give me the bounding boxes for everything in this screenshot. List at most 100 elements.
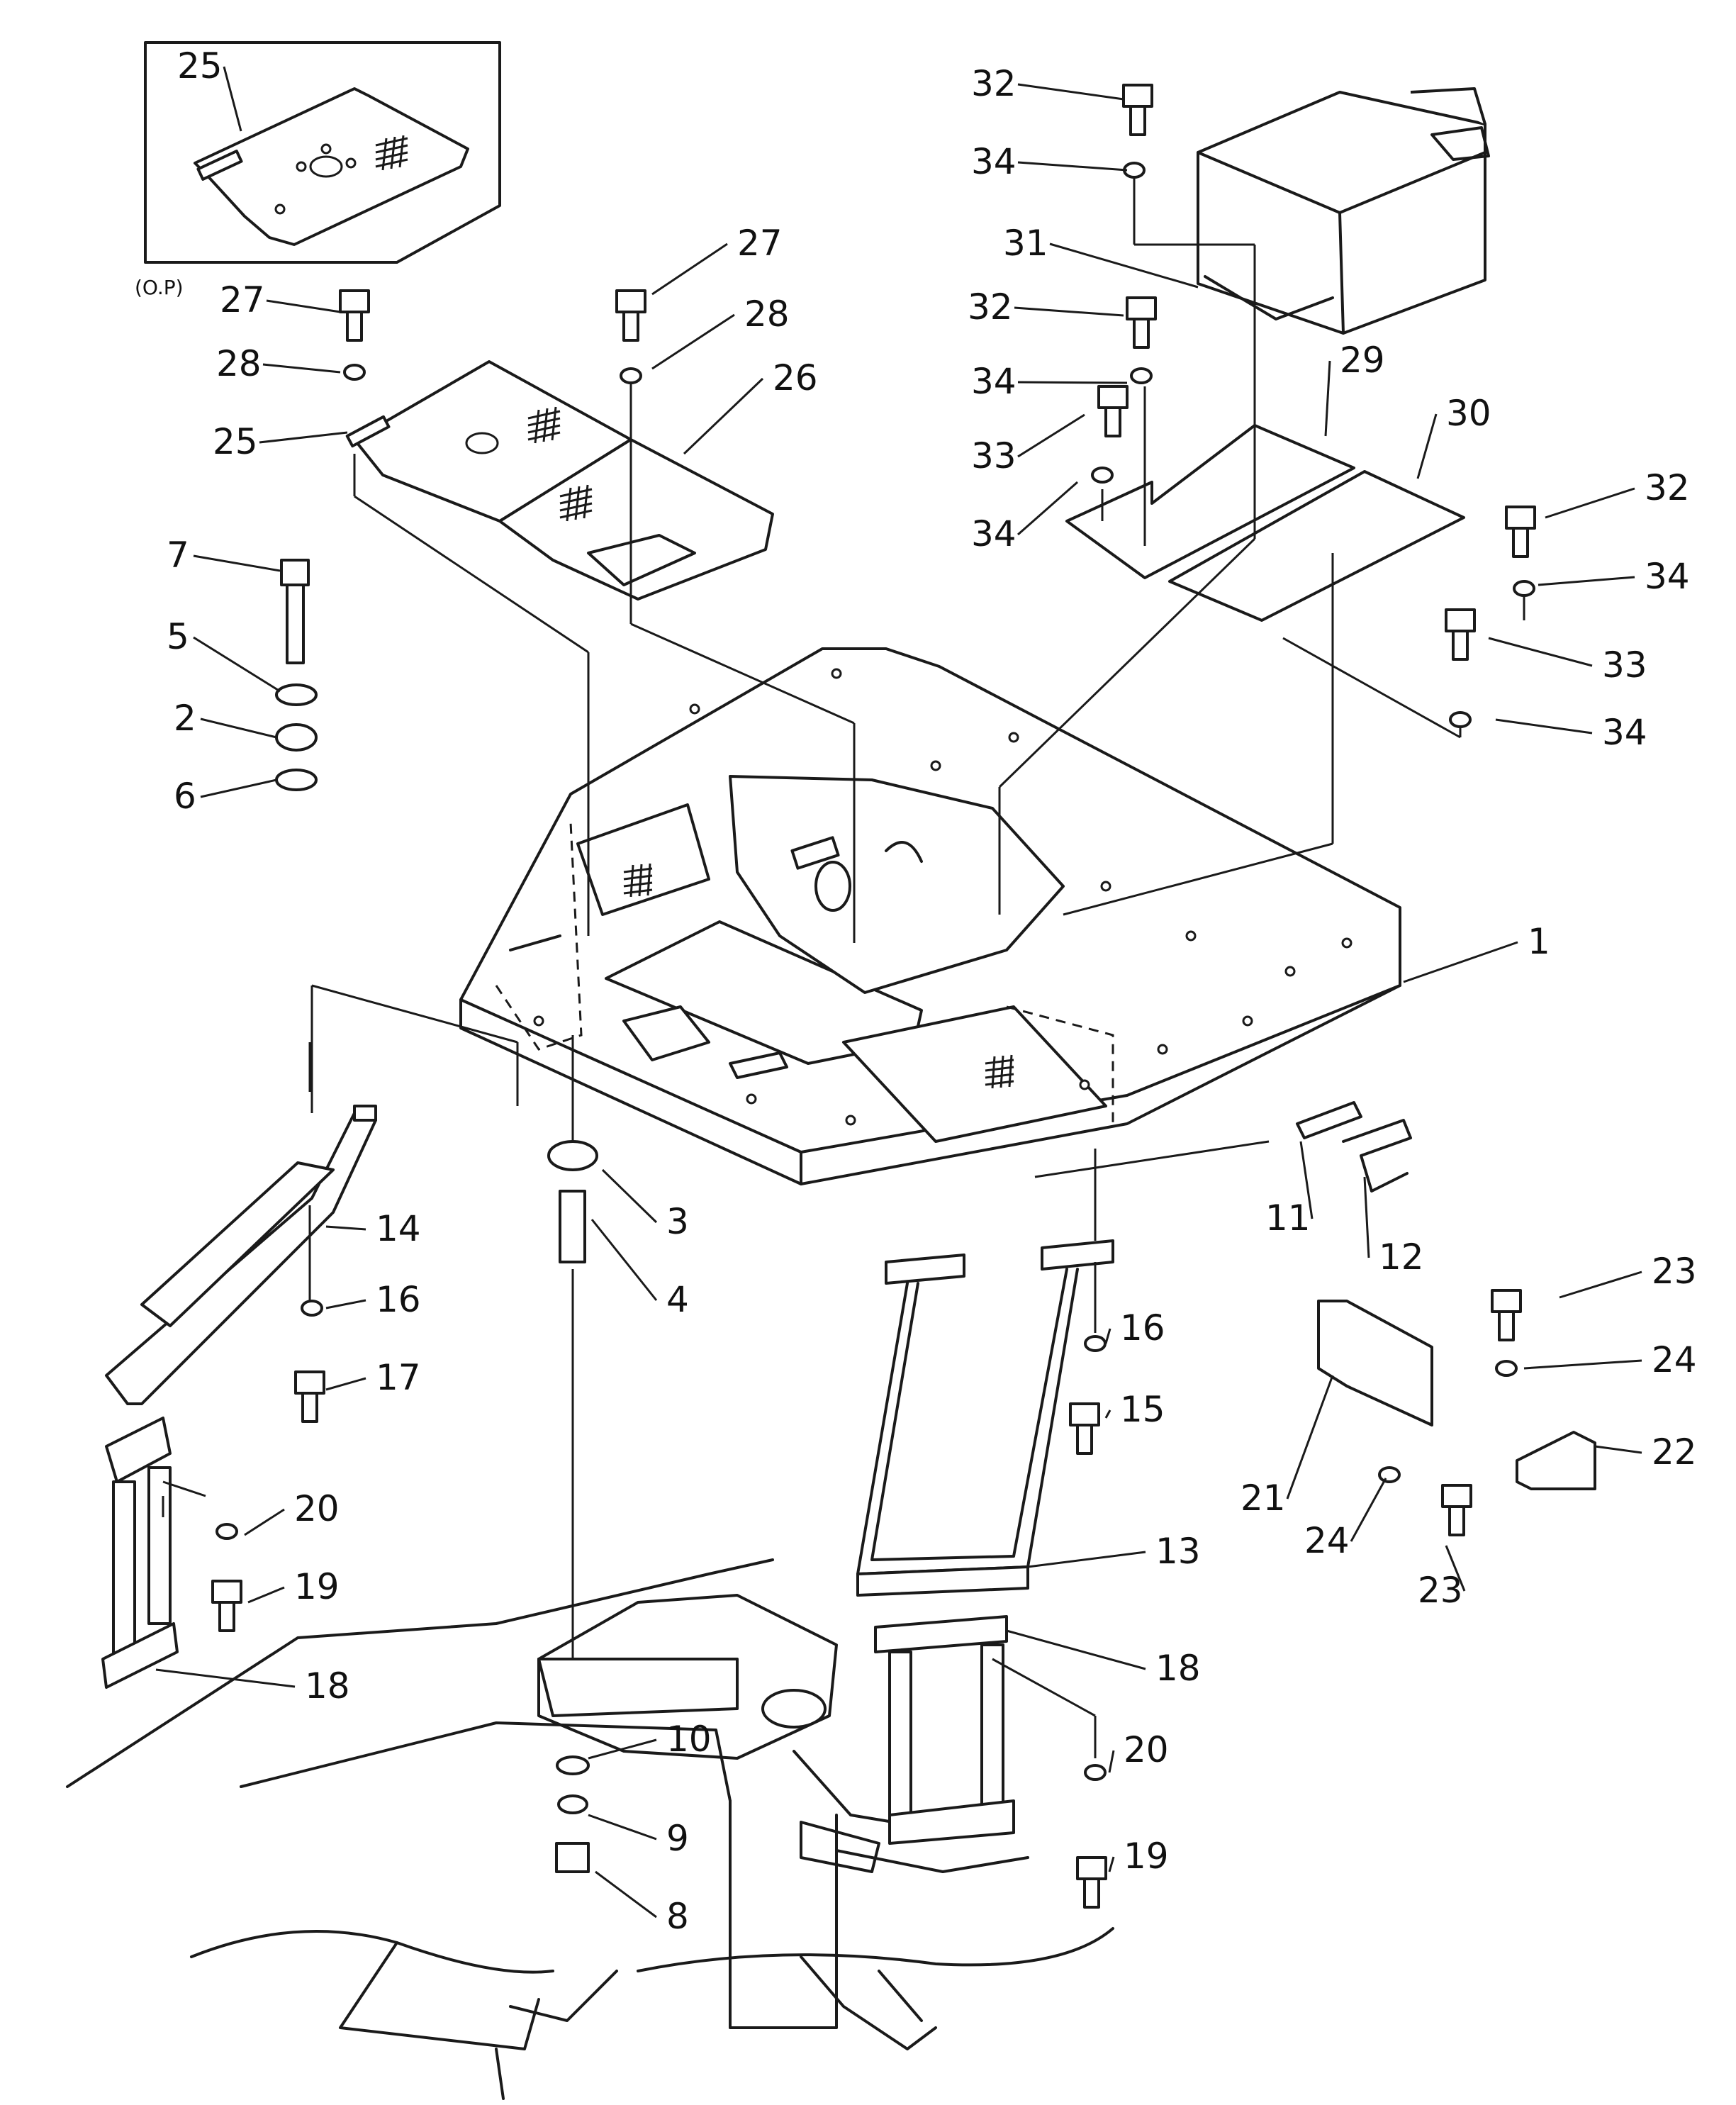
- callout-c30: 30: [1446, 393, 1491, 434]
- bolt-shank-4: [1104, 406, 1121, 437]
- leader-c27b: [651, 242, 728, 296]
- callout-c33b: 33: [1602, 644, 1647, 686]
- bolt-shank-11: [218, 1601, 235, 1632]
- leader-c34a: [1017, 161, 1128, 172]
- washer-11: [215, 1523, 238, 1540]
- optional-panel-inset: [144, 41, 501, 264]
- guide-line-17: [1282, 637, 1461, 739]
- callout-c18a: 18: [305, 1665, 350, 1707]
- bracket-22: [1516, 1431, 1596, 1490]
- callout-c16b: 16: [1120, 1307, 1165, 1349]
- bolt-shank-3: [1133, 318, 1150, 349]
- callout-c19b: 19: [1124, 1836, 1169, 1877]
- leader-c28b: [651, 313, 735, 370]
- bolt-head-3: [1126, 296, 1157, 320]
- console-box-31: [1197, 87, 1490, 335]
- leader-c16a: [325, 1299, 366, 1310]
- leader-c4: [590, 1219, 658, 1301]
- leader-c34d: [1538, 576, 1635, 586]
- callout-c34b: 34: [971, 361, 1017, 402]
- callout-c32b: 32: [968, 286, 1013, 328]
- callout-c13: 13: [1155, 1531, 1201, 1572]
- callout-c2: 2: [174, 698, 196, 739]
- callout-c24b: 24: [1304, 1520, 1350, 1561]
- left-bracket-14: [105, 1105, 377, 1405]
- guide-line-4: [630, 622, 855, 725]
- bracket-21: [1317, 1300, 1433, 1426]
- bolt-head-7: [1491, 1289, 1522, 1313]
- callout-c21: 21: [1241, 1478, 1286, 1519]
- leader-c25a: [223, 66, 242, 132]
- leader-c14: [325, 1225, 366, 1231]
- fasteners: [211, 84, 1536, 1909]
- callout-c33a: 33: [971, 435, 1017, 476]
- leader-c2: [200, 718, 277, 739]
- callout-c6: 6: [174, 776, 196, 817]
- washer-5: [1513, 580, 1535, 597]
- guide-line-11: [998, 537, 1256, 788]
- leader-c18b: [1006, 1629, 1146, 1670]
- washer-12: [1084, 1764, 1107, 1781]
- washer-8: [1378, 1466, 1401, 1483]
- leader-c8: [595, 1870, 657, 1919]
- washer-7: [1495, 1360, 1518, 1377]
- leader-c6: [200, 778, 277, 798]
- washer-10: [1084, 1335, 1107, 1352]
- callout-c27a: 27: [220, 279, 265, 320]
- leader-c34e: [1495, 718, 1593, 735]
- callout-c12: 12: [1379, 1236, 1424, 1278]
- guide-line-27: [992, 1658, 1096, 1717]
- callout-c32a: 32: [971, 63, 1017, 104]
- callout-c5: 5: [167, 616, 189, 657]
- callout-c31: 31: [1003, 223, 1048, 264]
- callout-c16a: 16: [376, 1279, 421, 1320]
- callout-c8: 8: [666, 1896, 689, 1937]
- leader-c23b: [1445, 1545, 1466, 1592]
- leader-c28a: [262, 363, 341, 374]
- leader-c11: [1299, 1141, 1314, 1219]
- callout-c26: 26: [773, 357, 818, 398]
- leader-c16b: [1104, 1328, 1111, 1344]
- bolt-shank-12: [1083, 1877, 1100, 1909]
- callout-c17: 17: [376, 1357, 421, 1398]
- callout-c34a: 34: [971, 141, 1017, 182]
- leader-c3: [601, 1168, 658, 1224]
- callout-c34e: 34: [1602, 712, 1647, 753]
- hardware-stack-left: [275, 559, 318, 791]
- leader-c23a: [1559, 1271, 1642, 1299]
- callout-c28a: 28: [216, 343, 262, 384]
- bolt-head-8: [1441, 1484, 1472, 1508]
- callout-c1: 1: [1528, 921, 1550, 962]
- leader-c15: [1104, 1409, 1111, 1419]
- leader-c32a: [1017, 83, 1124, 101]
- callout-c25b: 25: [213, 421, 258, 462]
- leader-c33a: [1017, 413, 1085, 458]
- callout-c23b: 23: [1418, 1570, 1463, 1611]
- callout-c18b: 18: [1155, 1648, 1201, 1689]
- callout-c20a: 20: [294, 1488, 340, 1529]
- leader-c34c: [1017, 481, 1078, 536]
- leader-c9: [588, 1814, 657, 1841]
- bolt-shank-8: [1448, 1505, 1465, 1536]
- floor-plate: [459, 647, 1401, 1185]
- bolt-head-2: [1122, 84, 1153, 108]
- bolt-shank-7: [1498, 1310, 1515, 1341]
- callout-c19a: 19: [294, 1566, 340, 1607]
- bolt-head-12: [1076, 1856, 1107, 1880]
- leader-c20b: [1108, 1750, 1115, 1773]
- callout-c25a: 25: [177, 45, 223, 86]
- callout-c29: 29: [1340, 340, 1385, 381]
- washer-6: [1449, 711, 1472, 728]
- washer-9: [301, 1300, 323, 1317]
- leader-c19b: [1108, 1856, 1115, 1872]
- washer-3: [1130, 367, 1153, 384]
- inset-note: (O.P): [135, 276, 184, 299]
- leader-lines: [155, 66, 1642, 1919]
- guide-line-14: [1063, 842, 1333, 916]
- bolt-head-4: [1097, 385, 1129, 409]
- leader-c7: [193, 554, 281, 572]
- bolt-head-9: [294, 1370, 325, 1395]
- left-bracket-18: [101, 1417, 179, 1689]
- bolt-shank-6: [1452, 630, 1469, 661]
- leader-c12: [1363, 1176, 1370, 1258]
